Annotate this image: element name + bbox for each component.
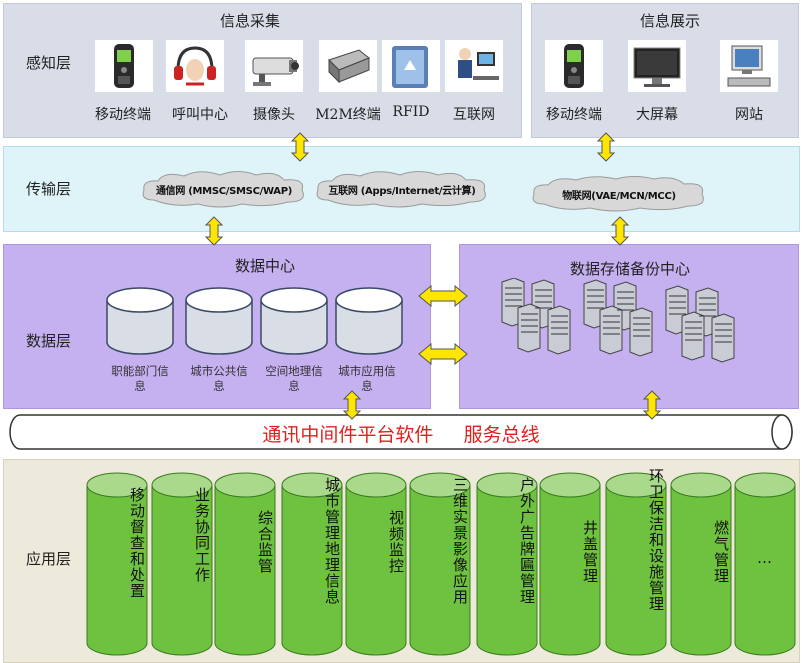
app-label: 环卫保洁和设施管理 [647,468,665,612]
layer-label-application: 应用层 [26,550,72,568]
large-screen-icon [628,40,686,92]
app-label: 移动督查和处置 [128,487,146,599]
network-label: 互联网 (Apps/Internet/云计算) [328,186,476,197]
collect-device-label: RFID [392,104,430,120]
layer-label-data: 数据层 [26,332,72,350]
database-label: 城市应用信息 [338,364,396,393]
layer-label-transmission: 传输层 [26,180,72,198]
app-label: 业务协同工作 [193,487,211,583]
network-label: 物联网(VAE/MCN/MCC) [562,191,676,202]
app-label: 燃气管理 [712,520,730,584]
cloud-shape [142,171,304,208]
display-device-label: 网站 [735,107,763,123]
rfid-icon [382,40,440,92]
internet-user-icon [445,40,503,92]
cloud-shape [316,171,486,208]
database-label: 职能部门信息 [111,364,169,393]
database-label: 空间地理信息 [265,364,323,393]
collect-device-label: 摄像头 [253,107,295,123]
mobile-phone-icon [95,40,153,92]
computer-icon [720,40,778,92]
database-icon [335,287,403,355]
layer-label-perception: 感知层 [26,54,72,72]
call-center-icon [166,40,224,92]
app-label: 户外广告牌匾管理 [518,477,536,605]
display-device-label: 大屏幕 [636,107,678,123]
cloud-shape [532,176,704,212]
collect-device-label: 移动终端 [95,107,151,123]
collect-title: 信息采集 [219,12,280,30]
service-bus-pipe [9,414,793,450]
app-label: 三维实景影像应用 [451,477,469,605]
service-bus-text: 通讯中间件平台软件 服务总线 [262,424,540,446]
camera-icon [245,40,303,92]
database-icon [260,287,328,355]
collect-device-label: 呼叫中心 [172,107,228,123]
app-label: 综合监管 [256,510,274,574]
mobile-phone-icon [545,40,603,92]
database-label: 城市公共信息 [190,364,248,393]
display-device-label: 移动终端 [546,107,602,123]
display-title: 信息展示 [639,12,700,30]
collect-device-label: M2M终端 [315,107,381,123]
backup-center-title: 数据存储备份中心 [569,260,690,278]
app-label: 井盖管理 [581,520,599,584]
collect-device-label: 互联网 [453,107,495,123]
app-label: … [757,549,773,567]
database-icon [185,287,253,355]
server-rack-icon [501,278,735,363]
app-label: 城市管理地理信息 [323,477,341,605]
app-label: 视频监控 [387,510,405,574]
m2m-terminal-icon [319,40,377,92]
network-label: 通信网 (MMSC/SMSC/WAP) [155,186,292,197]
data-center-title: 数据中心 [234,257,295,275]
database-icon [106,287,174,355]
